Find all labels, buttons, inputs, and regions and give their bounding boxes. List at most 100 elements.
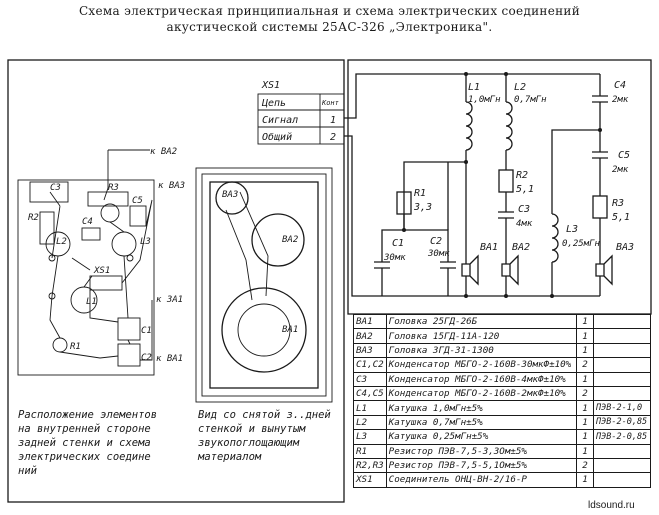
part-note: ПЭВ-2-1,0 (593, 400, 651, 416)
connector-pin-2: 2 (330, 132, 336, 143)
connector-name: XS1 (261, 80, 280, 91)
wire-tag-ba1: к ВА1 (156, 354, 183, 364)
part-ref: L3 (353, 429, 387, 445)
part-qty: 1 (576, 371, 594, 387)
schematic-c5-name: C5 (618, 150, 630, 161)
wiring-label-r3: R3 (108, 183, 119, 193)
part-note: ПЭВ-2-0,85 (593, 429, 651, 445)
schematic-ba1: BA1 (480, 242, 498, 253)
schematic-r1-name: R1 (414, 188, 426, 199)
schematic-ba3: BA3 (616, 242, 634, 253)
wiring-label-c5: C5 (132, 196, 143, 206)
part-ref: XS1 (353, 472, 387, 488)
part-qty: 2 (576, 457, 594, 474)
part-qty: 1 (576, 313, 594, 330)
wiring-view: C3 R3 C5 R2 C4 L2 L3 XS1 L1 C1 C2 R1 к В… (17, 147, 185, 376)
wiring-label-c1: C1 (141, 326, 152, 336)
schematic-r3-value: 5,1 (612, 212, 630, 223)
part-description: Резистор ПЭВ-7,5-5,1Ом±5% (385, 457, 578, 474)
connector-header-pin: Конт (321, 99, 339, 107)
part-description: Резистор ПЭВ-7,5-3,3Ом±5% (385, 443, 578, 459)
schematic-r2-name: R2 (516, 170, 528, 181)
part-note (593, 457, 651, 474)
part-ref: BA2 (353, 328, 387, 344)
part-note (593, 371, 651, 387)
part-qty: 2 (576, 385, 594, 402)
connector-xs1: XS1 Цепь Конт Сигнал 1 Общий 2 (257, 80, 345, 145)
part-ref: C3 (353, 371, 387, 387)
part-qty: 1 (576, 400, 594, 416)
schematic-l2-value: 0,7мГн (514, 95, 547, 105)
cabinet-label-ba1: BA1 (282, 325, 298, 335)
part-ref: L2 (353, 414, 387, 431)
part-note (593, 472, 651, 488)
part-note: ПЭВ-2-0,85 (593, 414, 651, 431)
left-frame (7, 59, 345, 503)
wire-tag-za1: к ЗА1 (156, 295, 183, 305)
part-description: Катушка 1,0мГн±5% (385, 400, 578, 416)
schematic-c1-name: C1 (392, 238, 404, 249)
schematic-ba2: BA2 (512, 242, 530, 253)
part-ref: C1,C2 (353, 357, 387, 373)
part-qty: 2 (576, 357, 594, 373)
schematic-l2-name: L2 (514, 82, 526, 93)
part-description: Головка 25ГД-26Б (385, 313, 578, 330)
connector-pin-1: 1 (330, 115, 336, 126)
schematic-c5-value: 2мк (612, 165, 629, 175)
schematic-l3-value: 0,25мГн (562, 239, 601, 249)
schematic-c4-value: 2мк (612, 95, 629, 105)
schematic-c1-value: 30мк (383, 253, 406, 263)
wire-tag-ba3: к ВА3 (158, 181, 185, 191)
part-ref: BA1 (353, 313, 387, 330)
part-qty: 1 (576, 414, 594, 431)
crossover-schematic: L1 1,0мГн R1 3,3 C1 30мк C2 30мк BA1 L2 … (344, 72, 634, 298)
part-ref: C4,C5 (353, 385, 387, 402)
schematic-l1-name: L1 (468, 82, 480, 93)
part-note (593, 357, 651, 373)
schematic-l1-value: 1,0мГн (468, 95, 501, 105)
schematic-r1-value: 3,3 (413, 202, 432, 213)
title-line-1: Схема электрическая принципиальная и схе… (78, 4, 581, 18)
schematic-c3-value: 4мк (516, 219, 533, 229)
wiring-label-l1: L1 (86, 297, 97, 307)
part-qty: 1 (576, 342, 594, 359)
part-qty: 1 (576, 443, 594, 459)
part-description: Катушка 0,25мГн±5% (385, 429, 578, 445)
wiring-label-c2: C2 (141, 353, 152, 363)
wiring-label-l3: L3 (140, 237, 151, 247)
wiring-label-c3: C3 (50, 183, 61, 193)
part-ref: L1 (353, 400, 387, 416)
part-ref: R2,R3 (353, 457, 387, 474)
part-note (593, 328, 651, 344)
connector-header-circuit: Цепь (261, 98, 286, 109)
part-description: Конденсатор МБГО-2-160В-4мкФ±10% (385, 371, 578, 387)
wiring-label-r2: R2 (28, 213, 39, 223)
schematic-r2-value: 5,1 (516, 184, 534, 195)
cabinet-label-ba2: BA2 (282, 235, 298, 245)
part-description: Головка 15ГД-11А-120 (385, 328, 578, 344)
part-description: Конденсатор МБГО-2-160В-2мкФ±10% (385, 385, 578, 402)
part-description: Головка 3ГД-31-1300 (385, 342, 578, 359)
part-qty: 1 (576, 429, 594, 445)
part-description: Катушка 0,7мГн±5% (385, 414, 578, 431)
wiring-label-r1: R1 (70, 342, 81, 352)
schematic-l3-name: L3 (566, 224, 578, 235)
watermark: ldsound.ru (588, 500, 635, 511)
connector-row-common: Общий (262, 131, 292, 143)
part-note (593, 342, 651, 359)
cabinet-caption: Вид со снятой з..дней стенкой и вынутым … (198, 409, 331, 463)
part-ref: BA3 (353, 342, 387, 359)
part-note (593, 443, 651, 459)
